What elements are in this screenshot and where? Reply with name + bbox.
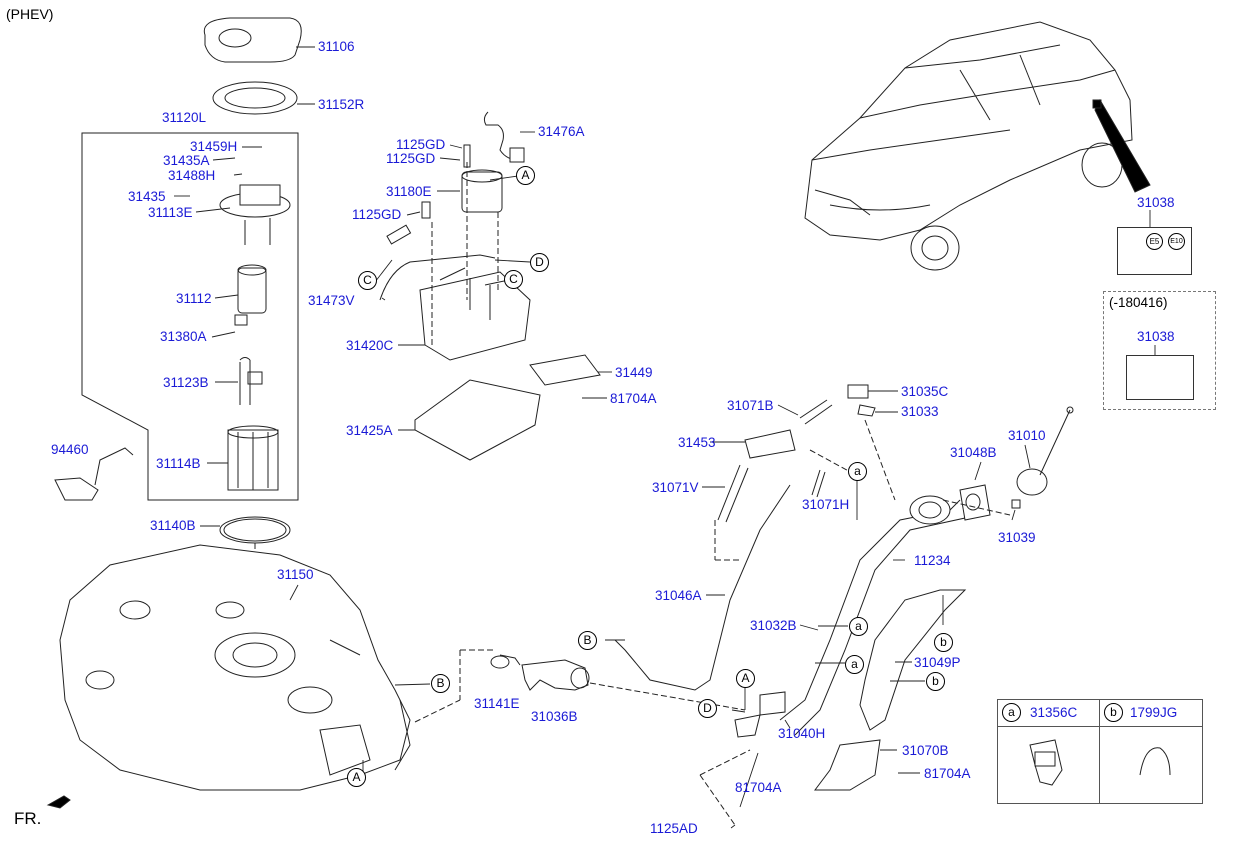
legend-part-1799JG[interactable]: 1799JG [1130,705,1178,720]
part-31032B[interactable]: 31032B [750,618,797,633]
part-31113E[interactable]: 31113E [148,205,193,220]
part-94460[interactable]: 94460 [51,442,89,457]
part-31070B[interactable]: 31070B [902,743,949,758]
part-31046A[interactable]: 31046A [655,588,702,603]
part-31425A[interactable]: 31425A [346,423,393,438]
legend-key-a: a [1002,703,1021,722]
part-31071V[interactable]: 31071V [652,480,699,495]
part-31435A[interactable]: 31435A [163,153,210,168]
legend-divider-vertical [1099,700,1100,803]
front-label: FR. [14,809,42,828]
part-31120L[interactable]: 31120L [162,110,207,125]
part-31473V[interactable]: 31473V [308,293,355,308]
part-31040H[interactable]: 31040H [778,726,826,741]
callout-a-upper: a [848,462,867,481]
fuel-tank-drawing [59,544,411,791]
fuel-code-e5: E5 [1146,233,1163,250]
part-31106[interactable]: 31106 [318,39,355,54]
part-31038-label[interactable]: 31038 [1137,195,1175,210]
callout-D-canister: D [530,253,549,272]
callout-C-right: C [504,270,523,289]
vehicle-illustration [804,21,1151,271]
callout-C-left: C [358,271,377,290]
part-31033[interactable]: 31033 [901,404,939,419]
part-31453[interactable]: 31453 [678,435,716,450]
caution-label-plate [1126,355,1194,400]
part-31150[interactable]: 31150 [277,567,314,582]
part-31010[interactable]: 31010 [1008,428,1046,443]
callout-a-low: a [845,655,864,674]
part-31071B[interactable]: 31071B [727,398,774,413]
variant-label: (PHEV) [6,6,54,22]
filler-pipe-drawing [414,384,1074,826]
part-1125AD[interactable]: 1125AD [650,821,698,836]
legend-key-b: b [1104,703,1123,722]
part-31071H[interactable]: 31071H [802,497,850,512]
fuel-code-e10: E10 [1168,233,1185,250]
legend-divider-horizontal [998,726,1202,727]
part-1125GD-lower[interactable]: 1125GD [352,207,402,222]
part-11234[interactable]: 11234 [914,553,951,568]
callout-a-mid: a [849,617,868,636]
pump-assembly-drawing [54,17,302,625]
part-31152R[interactable]: 31152R [318,97,365,112]
callout-A-tank: A [347,768,366,787]
part-81704A-shield[interactable]: 81704A [924,766,971,781]
callout-D-neck: D [698,699,717,718]
part-81704A-neck[interactable]: 81704A [735,780,782,795]
part-31114B[interactable]: 31114B [156,456,201,471]
part-31180E[interactable]: 31180E [386,184,432,199]
part-31123B[interactable]: 31123B [163,375,209,390]
part-31141E[interactable]: 31141E [474,696,520,711]
callout-B-tank: B [431,674,450,693]
fuel-label-plate: E5 E10 [1117,227,1192,275]
part-31036B[interactable]: 31036B [531,709,578,724]
part-31476A[interactable]: 31476A [538,124,585,139]
part-31140B[interactable]: 31140B [150,518,196,533]
part-31049P[interactable]: 31049P [914,655,961,670]
revision-note: (-180416) [1109,295,1168,310]
part-1125GD-middle[interactable]: 1125GD [386,151,436,166]
callout-A-canister: A [516,166,535,185]
part-31435[interactable]: 31435 [128,189,166,204]
part-31048B[interactable]: 31048B [950,445,997,460]
part-81704A-canister[interactable]: 81704A [610,391,657,406]
front-arrow [46,795,71,809]
legend-illustrations [1029,739,1171,786]
part-31449[interactable]: 31449 [615,365,653,380]
part-1125GD-upper[interactable]: 1125GD [396,137,446,152]
part-31039[interactable]: 31039 [998,530,1036,545]
callout-b-upper: b [934,633,953,652]
part-31380A[interactable]: 31380A [160,329,207,344]
part-31488H[interactable]: 31488H [168,168,216,183]
legend-part-31356C[interactable]: 31356C [1030,705,1078,720]
part-31112[interactable]: 31112 [176,291,212,306]
callout-a-neck: A [736,669,755,688]
callout-b-lower: b [926,672,945,691]
leader-lines [174,46,1156,829]
legend-table: a 31356C b 1799JG [997,699,1203,804]
part-31035C[interactable]: 31035C [901,384,949,399]
part-31459H[interactable]: 31459H [190,139,238,154]
callout-B-hose: B [578,631,597,650]
part-31420C[interactable]: 31420C [346,338,394,353]
revision-frame [1103,291,1216,410]
part-31038-caution[interactable]: 31038 [1137,329,1175,344]
